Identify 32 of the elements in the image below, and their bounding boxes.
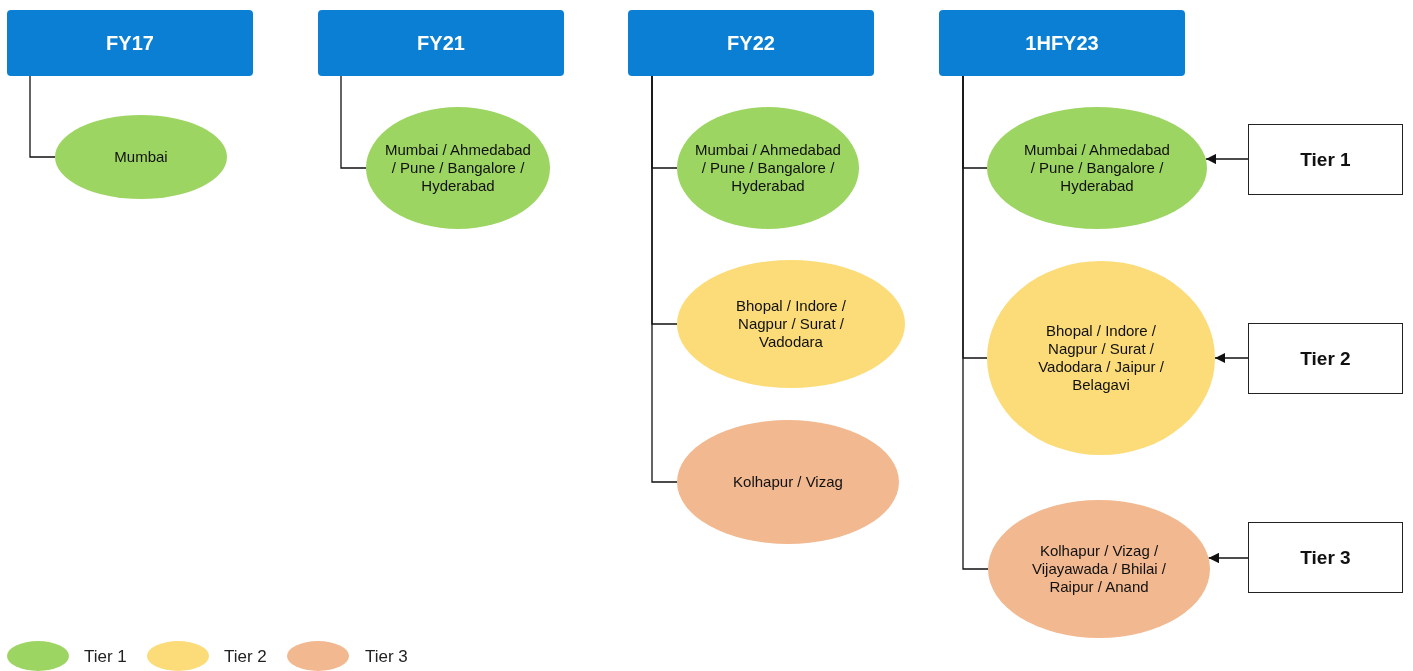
city-list: Bhopal / Indore / Nagpur / Surat / Vadodara / Jaipur / Belagavi xyxy=(1026,322,1176,394)
city-list: Mumbai / Ahmedabad / Pune / Bangalore / Hyderabad xyxy=(383,141,533,195)
arrow xyxy=(1214,352,1249,364)
city-list: Bhopal / Indore / Nagpur / Surat / Vadodara xyxy=(723,297,859,351)
year-header xyxy=(318,10,564,76)
tier-box xyxy=(1248,323,1403,394)
tier-label: Tier 1 xyxy=(1300,148,1351,171)
year-header xyxy=(7,10,253,76)
legend-label: Tier 2 xyxy=(224,647,267,667)
year-label: 1HFY23 xyxy=(1025,31,1099,55)
year-header xyxy=(939,10,1185,76)
tier-box xyxy=(1248,124,1403,195)
year-label: FY22 xyxy=(727,31,775,55)
city-list: Kolhapur / Vizag / Vijayawada / Bhilai / Raipur / Anand xyxy=(1024,542,1174,596)
year-label: FY17 xyxy=(106,31,154,55)
connector-line xyxy=(29,75,56,158)
legend-label: Tier 3 xyxy=(365,647,408,667)
city-list: Mumbai / Ahmedabad / Pune / Bangalore / Hyderabad xyxy=(1022,141,1172,195)
city-list: Mumbai xyxy=(114,148,168,166)
tier-box xyxy=(1248,522,1403,593)
tier-label: Tier 3 xyxy=(1300,546,1351,569)
arrow xyxy=(1205,153,1249,165)
year-header xyxy=(628,10,874,76)
arrow xyxy=(1207,552,1249,564)
legend-label: Tier 1 xyxy=(84,647,127,667)
city-list: Mumbai / Ahmedabad / Pune / Bangalore / Hyderabad xyxy=(693,141,843,195)
city-list: Kolhapur / Vizag xyxy=(733,473,843,491)
connector-line xyxy=(340,75,367,169)
connector-line xyxy=(962,75,989,570)
connector-line xyxy=(651,75,678,483)
year-label: FY21 xyxy=(417,31,465,55)
tier-label: Tier 2 xyxy=(1300,347,1351,370)
